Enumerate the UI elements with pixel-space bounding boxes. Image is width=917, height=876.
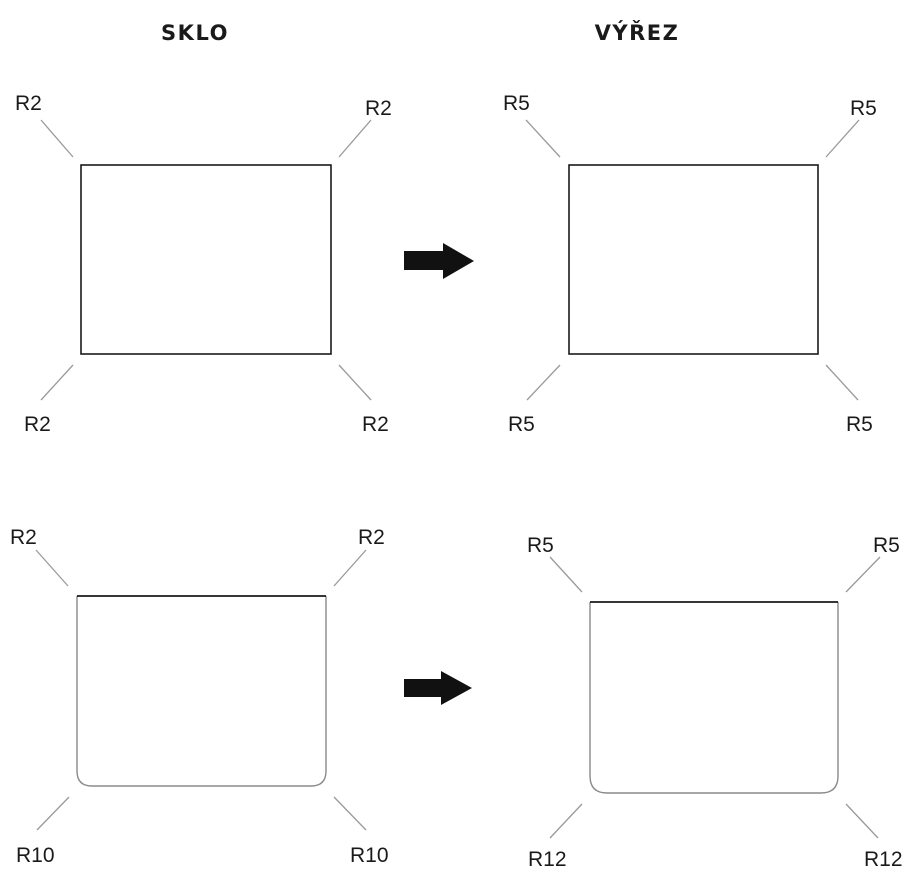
row1-glass-group: R2 R2 R2 R2 xyxy=(15,92,392,436)
row1-glass-rectangle xyxy=(80,164,332,355)
row2-cutout-top-right-label: R5 xyxy=(873,534,900,557)
row1-arrow-icon xyxy=(404,243,474,279)
row2-glass-outline xyxy=(76,596,327,787)
row2-glass-bottom-right-leader xyxy=(333,796,367,831)
row1-cutout-bottom-right-leader xyxy=(825,364,859,401)
row2-cutout-top-left-label: R5 xyxy=(527,534,554,557)
row1-glass-bottom-left-leader xyxy=(40,364,74,401)
row1-cutout-top-right-label: R5 xyxy=(850,97,877,120)
row1-cutout-bottom-left-leader xyxy=(526,364,561,401)
row2-cutout-top-right-leader xyxy=(845,556,881,593)
row2-cutout-group: R5 R5 R12 R12 xyxy=(527,534,903,871)
row2-glass-top-right-leader xyxy=(333,549,367,587)
row2-cutout-bottom-right-label: R12 xyxy=(864,848,903,871)
row2-glass-top-left-leader xyxy=(35,549,69,587)
row1-cutout-group: R5 R5 R5 R5 xyxy=(503,92,877,436)
row2-cutout-top-left-leader xyxy=(549,556,583,593)
row1-glass-top-right-leader xyxy=(338,119,372,158)
row1-glass-bottom-left-label: R2 xyxy=(24,413,51,436)
heading-vyrez: VÝŘEZ xyxy=(595,20,680,45)
row2-glass-top-left-label: R2 xyxy=(10,526,37,549)
row2-cutout-bottom-right-leader xyxy=(845,803,879,839)
row1-cutout-top-right-leader xyxy=(825,119,860,158)
row2-cutout-bottom-left-label: R12 xyxy=(528,848,567,871)
row1-cutout-top-left-label: R5 xyxy=(503,92,530,115)
row2-glass-bottom-right-label: R10 xyxy=(350,844,389,867)
row1-glass-bottom-right-label: R2 xyxy=(362,413,389,436)
row2-arrow-icon xyxy=(404,671,472,705)
row2-cutout-outline xyxy=(589,602,839,794)
heading-sklo: SKLO xyxy=(161,21,229,45)
row1-glass-top-left-label: R2 xyxy=(15,92,42,115)
row1-cutout-bottom-left-label: R5 xyxy=(508,413,535,436)
row2-glass-top-right-label: R2 xyxy=(358,526,385,549)
row1-cutout-bottom-right-label: R5 xyxy=(846,413,873,436)
row2-glass-bottom-left-label: R10 xyxy=(16,844,55,867)
row1-cutout-top-left-leader xyxy=(525,119,561,158)
row1-cutout-rectangle xyxy=(568,164,819,355)
row1-glass-top-left-leader xyxy=(40,119,74,158)
row2-cutout-bottom-left-leader xyxy=(549,803,583,839)
row2-glass-bottom-left-leader xyxy=(36,796,70,831)
row2-glass-group: R2 R2 R10 R10 xyxy=(10,526,389,867)
row1-glass-top-right-label: R2 xyxy=(365,97,392,120)
row1-glass-bottom-right-leader xyxy=(338,364,372,401)
